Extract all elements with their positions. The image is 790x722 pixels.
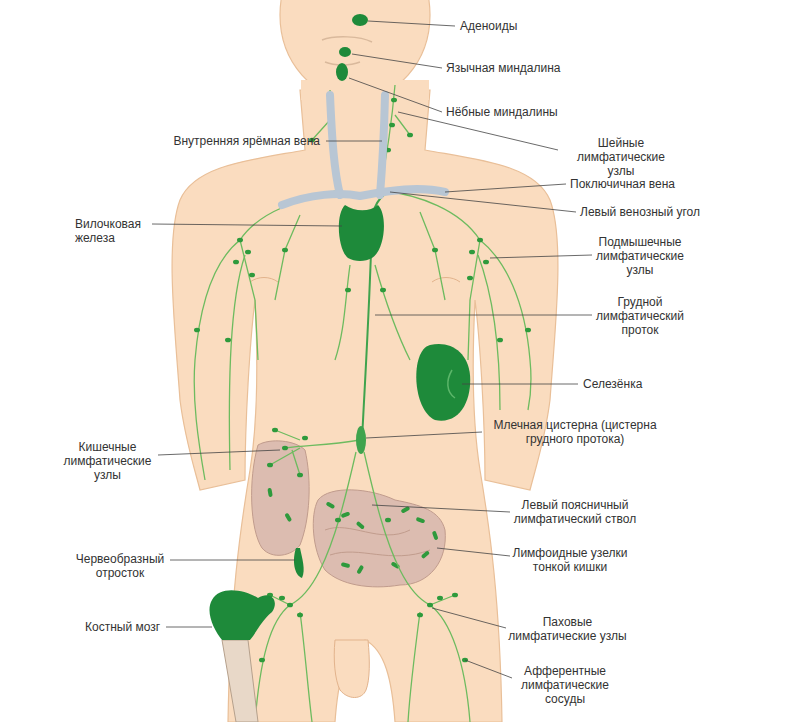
part-label: Внутренняя ярёмная вена	[60, 134, 320, 148]
part-label: Паховые лимфатические узлы	[505, 615, 630, 643]
part-label: Афферентные лимфатические сосуды	[515, 664, 615, 706]
part-label: Язычная миндалина	[446, 61, 606, 75]
part-label: Грудной лимфатический проток	[590, 295, 690, 337]
nipples	[250, 278, 460, 283]
part-label: Млечная цистерна (цистерна грудного прот…	[485, 418, 665, 446]
thymus	[339, 205, 384, 261]
part-label: Костный мозг	[85, 620, 185, 634]
genitals	[334, 640, 369, 698]
part-label: Кишечные лимфатические узлы	[60, 440, 155, 482]
part-label: Шейные лимфатические узлы	[562, 136, 680, 178]
lymph-vessels	[194, 85, 531, 722]
intestine-loops	[325, 528, 430, 556]
part-label: Аденоиды	[460, 19, 580, 33]
colon	[252, 441, 310, 555]
spleen-hilum	[448, 370, 455, 398]
part-label: Подмышечные лимфатические узлы	[590, 235, 690, 277]
veins	[282, 95, 445, 205]
leader-lines	[152, 21, 592, 678]
neck-fill	[301, 80, 429, 100]
lymphoid-nodules	[267, 488, 438, 575]
part-label: Нёбные миндалины	[446, 105, 606, 119]
bone-marrow	[209, 590, 274, 640]
femur-shaft	[222, 640, 258, 722]
part-label: Поключичная вена	[570, 177, 740, 191]
lingual-tonsil	[339, 47, 351, 57]
part-label: Вилочковая железа	[75, 217, 155, 245]
cisterna-chyli	[356, 426, 366, 454]
body-silhouette	[172, 90, 558, 722]
adenoids	[352, 14, 368, 26]
spleen	[416, 344, 470, 421]
part-label: Левый поясничный лимфатический ствол	[505, 498, 645, 526]
palate-outline	[322, 37, 372, 65]
head	[280, 0, 430, 100]
palatine-tonsil	[336, 63, 348, 81]
part-label: Селезёнка	[583, 377, 693, 391]
part-label: Лимфоидные узелки тонкой кишки	[505, 546, 635, 574]
lymph-nodes	[194, 98, 531, 663]
part-label: Левый венозный угол	[580, 205, 770, 219]
part-label: Червеобразный отросток	[65, 552, 175, 580]
appendix	[294, 548, 304, 578]
